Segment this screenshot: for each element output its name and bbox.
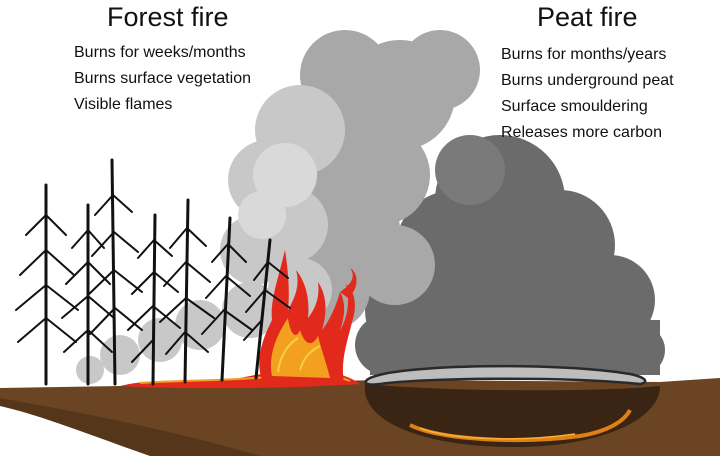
forest-fact: Burns surface vegetation	[74, 70, 251, 87]
burnt-trees	[15, 158, 291, 386]
tree-6	[201, 216, 253, 382]
forest-fire-title: Forest fire	[107, 2, 229, 32]
tree-7	[243, 238, 291, 380]
peat-fact: Releases more carbon	[501, 124, 662, 141]
peat-pit	[364, 384, 660, 448]
forest-fire-facts: Burns for weeks/months Burns surface veg…	[74, 40, 251, 118]
forest-fact: Burns for weeks/months	[74, 44, 246, 61]
forest-smoke-cloud	[76, 30, 480, 384]
peat-fire-facts: Burns for months/years Burns underground…	[501, 42, 674, 146]
forest-flames	[259, 250, 357, 382]
peat-fact: Surface smouldering	[501, 98, 648, 115]
tree-1	[15, 183, 79, 386]
forest-fact: Visible flames	[74, 96, 173, 113]
peat-fact: Burns underground peat	[501, 72, 674, 89]
tree-4	[127, 213, 181, 386]
peat-fact: Burns for months/years	[501, 46, 667, 63]
peat-fire-title: Peat fire	[537, 2, 638, 32]
tree-3	[87, 158, 143, 386]
tree-5	[159, 198, 215, 384]
peat-smoke-cloud	[355, 135, 665, 380]
smouldering-surface	[364, 364, 647, 386]
ground-shadow	[0, 398, 260, 456]
